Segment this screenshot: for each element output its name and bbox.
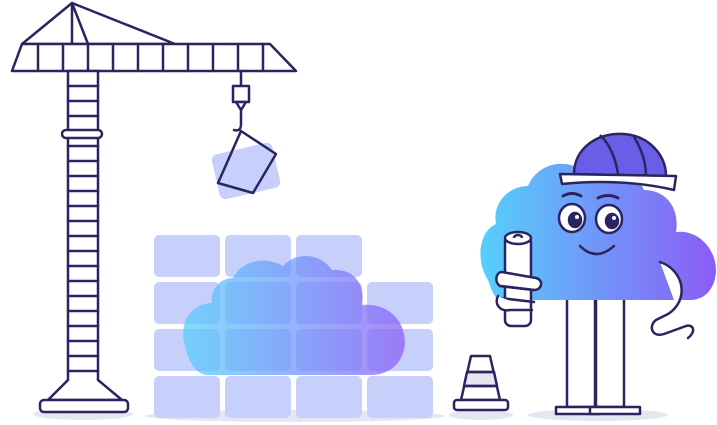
cloud-icon <box>183 255 405 375</box>
brick <box>154 376 220 418</box>
brick <box>367 376 433 418</box>
brick <box>154 235 220 277</box>
traffic-cone-icon <box>452 354 510 412</box>
brick <box>225 376 291 418</box>
hard-hat-icon <box>558 132 678 192</box>
hanging-brick <box>211 129 281 200</box>
cloud-mascot-icon <box>480 132 716 416</box>
brick <box>296 376 362 418</box>
crane-icon <box>10 1 298 414</box>
hook-icon <box>231 69 251 132</box>
